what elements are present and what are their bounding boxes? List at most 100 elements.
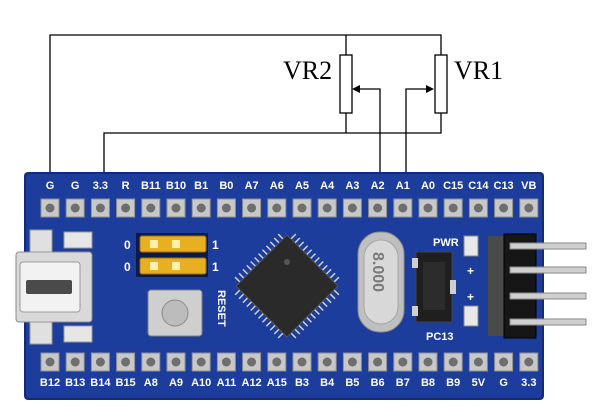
- bottom-pin-label-b4: B4: [320, 377, 335, 389]
- top-pin-label-a7: A7: [245, 180, 259, 192]
- vr2-wiper-arrow: [352, 85, 360, 93]
- chip-leg: [269, 241, 276, 248]
- bottom-pad-hole: [247, 357, 257, 367]
- boot-jumpers-icon: [136, 233, 208, 277]
- chip-leg: [302, 245, 309, 252]
- chip-leg: [325, 297, 332, 304]
- bottom-pin-label-a11: A11: [217, 377, 237, 389]
- chip-leg: [242, 268, 249, 275]
- voltage-regulator-icon: [412, 251, 456, 323]
- bottom-pin-label-b3: B3: [295, 377, 309, 389]
- jumper-1-top-label: 1: [212, 238, 219, 252]
- chip-leg: [306, 249, 313, 256]
- top-pin-label-vb: VB: [521, 180, 536, 192]
- crystal-label: 8.000: [369, 252, 386, 292]
- bottom-pin-label-b14: B14: [90, 377, 111, 389]
- chip-leg: [246, 301, 253, 308]
- top-pad-hole: [146, 203, 156, 213]
- chip-leg: [261, 249, 268, 256]
- chip-leg: [238, 293, 245, 300]
- plus-bottom-label: +: [467, 290, 474, 304]
- bottom-pin-label-a9: A9: [169, 377, 183, 389]
- bottom-pad-hole: [398, 357, 408, 367]
- chip-leg: [246, 264, 253, 271]
- top-pin-label-a4: A4: [320, 180, 335, 192]
- plus-top-label: +: [467, 264, 474, 278]
- jumper-0-bottom-label: 0: [124, 260, 131, 274]
- chip-leg: [261, 316, 268, 323]
- top-pad-hole: [473, 203, 483, 213]
- top-pad-hole: [373, 203, 383, 213]
- chip-leg: [294, 328, 301, 335]
- header-pin: [509, 318, 587, 326]
- bottom-pad-hole: [196, 357, 206, 367]
- top-pin-label-g: G: [46, 180, 55, 192]
- bottom-pad-hole: [297, 357, 307, 367]
- chip-leg: [321, 301, 328, 308]
- wire-vr1-wiper-a1: [405, 88, 431, 208]
- chip-leg: [238, 272, 245, 279]
- bottom-pin-label-a8: A8: [144, 377, 158, 389]
- chip-leg: [265, 245, 272, 252]
- bottom-pin-label-a15: A15: [267, 377, 287, 389]
- top-pad-hole: [95, 203, 105, 213]
- top-pin-label-g: G: [71, 180, 80, 192]
- bottom-pin-label-b7: B7: [396, 377, 410, 389]
- chip-leg: [242, 297, 249, 304]
- bottom-pad-hole: [121, 357, 131, 367]
- vr2-resistor-body: [339, 54, 353, 114]
- top-pad-hole: [45, 203, 55, 213]
- top-pad-hole: [196, 203, 206, 213]
- bottom-pin-label-b8: B8: [421, 377, 435, 389]
- bottom-pin-label-b5: B5: [345, 377, 359, 389]
- top-pad-hole: [70, 203, 80, 213]
- chip-leg: [306, 316, 313, 323]
- top-pin-label-a2: A2: [371, 180, 385, 192]
- wire-3v3-bottom-rail: [103, 113, 442, 203]
- chip-leg: [277, 233, 284, 240]
- bottom-pin-label-b15: B15: [116, 377, 136, 389]
- bottom-pin-label-3.3: 3.3: [521, 377, 536, 389]
- wire-gnd-top-rail: [49, 34, 442, 203]
- bottom-pin-label-b13: B13: [65, 377, 85, 389]
- header-pin: [509, 242, 587, 250]
- bottom-pad-hole: [499, 357, 509, 367]
- chip-leg: [302, 320, 309, 327]
- chip-leg: [309, 312, 316, 319]
- chip-leg: [333, 276, 340, 283]
- top-pin-label-a5: A5: [295, 180, 309, 192]
- top-pad-hole: [247, 203, 257, 213]
- bottom-pin-label-5v: 5V: [472, 377, 486, 389]
- chip-leg: [273, 237, 280, 244]
- chip-leg: [309, 253, 316, 260]
- top-pad-hole: [171, 203, 181, 213]
- bottom-pin-label-a12: A12: [242, 377, 262, 389]
- chip-leg: [329, 272, 336, 279]
- bottom-pin-label-a10: A10: [191, 377, 211, 389]
- vr1-wiper-arrow: [426, 85, 434, 93]
- chip-leg: [325, 268, 332, 275]
- chip-leg: [277, 332, 284, 339]
- vr2-label: VR2: [283, 56, 332, 85]
- bottom-pad-hole: [171, 357, 181, 367]
- chip-leg: [258, 253, 265, 260]
- micro-usb-connector-icon: [15, 229, 93, 345]
- top-pin-label-r: R: [122, 180, 130, 192]
- pc13-label: PC13: [426, 331, 454, 343]
- chip-leg: [234, 289, 241, 296]
- chip-leg: [294, 237, 301, 244]
- chip-leg: [298, 324, 305, 331]
- top-pin-label-b11: B11: [141, 180, 161, 192]
- pwr-label: PWR: [433, 237, 459, 249]
- bottom-pad-hole: [221, 357, 231, 367]
- top-header-pads: [40, 198, 539, 218]
- bottom-pad-hole: [146, 357, 156, 367]
- top-pad-hole: [322, 203, 332, 213]
- top-pin-label-a6: A6: [270, 180, 284, 192]
- bottom-pad-hole: [322, 357, 332, 367]
- led-icon: [463, 235, 479, 327]
- top-pin-label-b10: B10: [166, 180, 186, 192]
- top-pin-label-c15: C15: [443, 180, 463, 192]
